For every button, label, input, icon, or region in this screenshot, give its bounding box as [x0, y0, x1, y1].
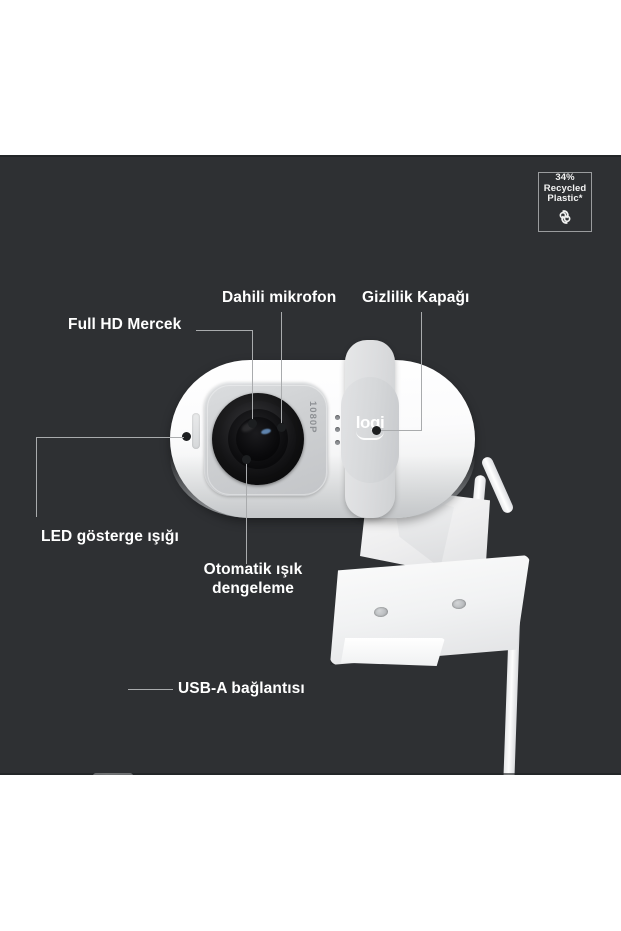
callout-label-auto-light-line1: Otomatik ışık	[203, 561, 303, 578]
callout-label-led-indicator: LED gösterge ışığı	[41, 528, 179, 545]
leader-line-led-v	[36, 437, 37, 517]
callout-label-auto-light: Otomatik ışık dengeleme	[193, 560, 313, 598]
leader-line-auto-light	[246, 459, 247, 564]
usb-a-connector: logi	[75, 773, 137, 775]
infographic-panel: 1080P logi logi	[0, 155, 621, 775]
resolution-marking: 1080P	[307, 401, 318, 434]
badge-line-recycled: Recycled	[543, 182, 587, 194]
leader-line-microphone	[281, 312, 282, 427]
badge-percent: 34%	[555, 172, 575, 184]
badge-line-plastic: Plastic*	[547, 193, 583, 205]
leader-line-privacy-shutter-h	[376, 430, 422, 431]
lens-glass	[236, 417, 280, 461]
logi-smile-mark	[356, 431, 384, 440]
recycle-icon	[556, 208, 574, 231]
light-sensor-slit	[192, 413, 200, 449]
leader-dot-microphone	[277, 423, 286, 432]
leader-dot-privacy-shutter	[372, 426, 381, 435]
leader-line-full-hd-lens-h	[196, 330, 253, 331]
leader-dot-full-hd-lens	[248, 419, 257, 428]
callout-label-usb: USB-A bağlantısı	[178, 680, 305, 697]
clip-lip	[341, 638, 445, 666]
callout-label-auto-light-line2: dengeleme	[212, 580, 294, 597]
leader-line-full-hd-lens-v	[252, 330, 253, 423]
led-indicator-hole	[182, 432, 191, 441]
leader-dot-auto-light	[242, 455, 251, 464]
callout-label-microphone: Dahili mikrofon	[222, 289, 337, 306]
leader-line-led-h	[36, 437, 184, 438]
callout-label-privacy-shutter: Gizlilik Kapağı	[362, 289, 470, 306]
callout-label-full-hd-lens: Full HD Mercek	[68, 316, 182, 333]
leader-line-privacy-shutter-v	[421, 312, 422, 430]
recycled-plastic-badge: 34% Recycled Plastic*	[538, 172, 592, 232]
usb-metal-shell	[93, 773, 133, 775]
lens-face-plate-inner-edge	[207, 385, 327, 495]
webcam-product-image: 1080P logi logi	[0, 155, 621, 775]
leader-line-usb	[128, 689, 173, 690]
